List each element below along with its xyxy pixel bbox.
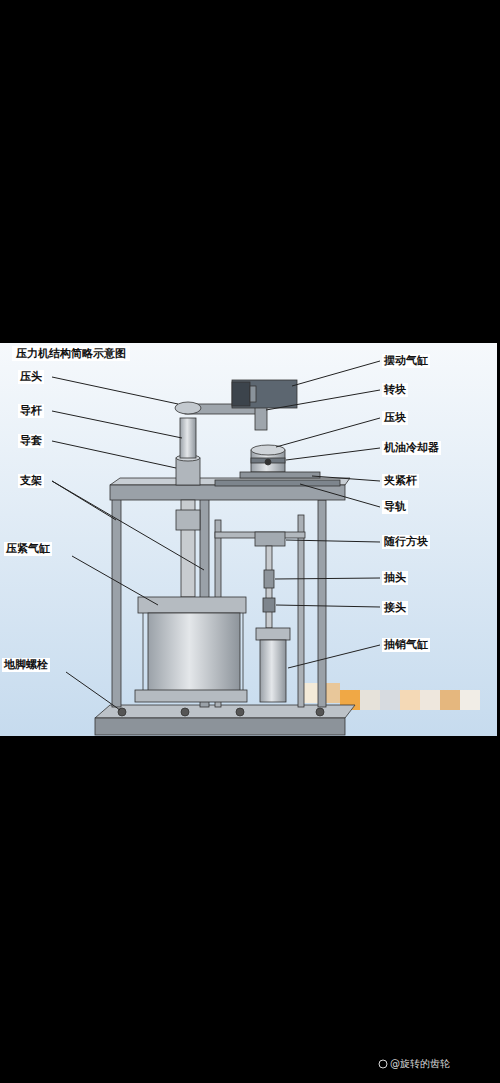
part-label: 随行方块 (382, 535, 430, 549)
part-label: 机油冷却器 (382, 441, 441, 455)
part-label: 夹紧杆 (382, 474, 419, 488)
part-label: 压紧气缸 (4, 542, 52, 556)
leader-lines (52, 361, 380, 710)
part-label: 支架 (18, 474, 44, 488)
part-label: 压头 (18, 370, 44, 384)
part-label: 地脚螺栓 (2, 658, 50, 672)
part-label: 导轨 (382, 500, 408, 514)
watermark: @旋转的齿轮 (390, 1057, 450, 1070)
part-label: 抽头 (382, 571, 408, 585)
image-background (0, 343, 497, 736)
part-label: 导套 (18, 434, 44, 448)
part-label: 抽销气缸 (382, 638, 430, 652)
diagram-title: 压力机结构简略示意图 (12, 346, 130, 361)
part-label: 转块 (382, 383, 408, 397)
press-machine (95, 380, 355, 735)
watermark-icon (379, 1060, 387, 1068)
part-label: 接头 (382, 601, 408, 615)
part-label: 导杆 (18, 404, 44, 418)
part-label: 摆动气缸 (382, 354, 430, 368)
part-label: 压块 (382, 411, 408, 425)
